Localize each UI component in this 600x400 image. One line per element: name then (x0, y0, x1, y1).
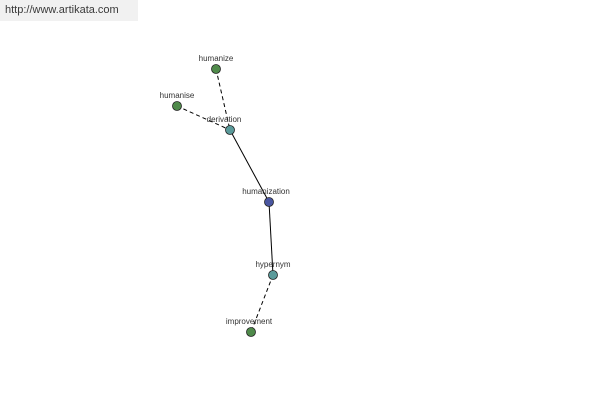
node-humanise[interactable] (172, 101, 182, 111)
node-label-humanise[interactable]: humanise (160, 91, 195, 100)
edge-derivation-humanization (229, 129, 270, 203)
node-label-hypernym[interactable]: hypernym (255, 260, 290, 269)
edge-humanization-hypernym (268, 201, 274, 276)
watermark-url: http://www.artikata.com (0, 0, 138, 21)
node-derivation[interactable] (225, 125, 235, 135)
node-hypernym[interactable] (268, 270, 278, 280)
edge-humanize-derivation (215, 68, 231, 131)
node-label-humanization[interactable]: humanization (242, 187, 290, 196)
node-improvement[interactable] (246, 327, 256, 337)
edge-humanise-derivation (176, 105, 231, 131)
node-humanize[interactable] (211, 64, 221, 74)
node-label-humanize[interactable]: humanize (199, 54, 234, 63)
node-label-derivation[interactable]: derivation (207, 115, 242, 124)
edge-hypernym-improvement (250, 274, 274, 333)
node-label-improvement[interactable]: improvement (226, 317, 273, 326)
node-humanization[interactable] (264, 197, 274, 207)
